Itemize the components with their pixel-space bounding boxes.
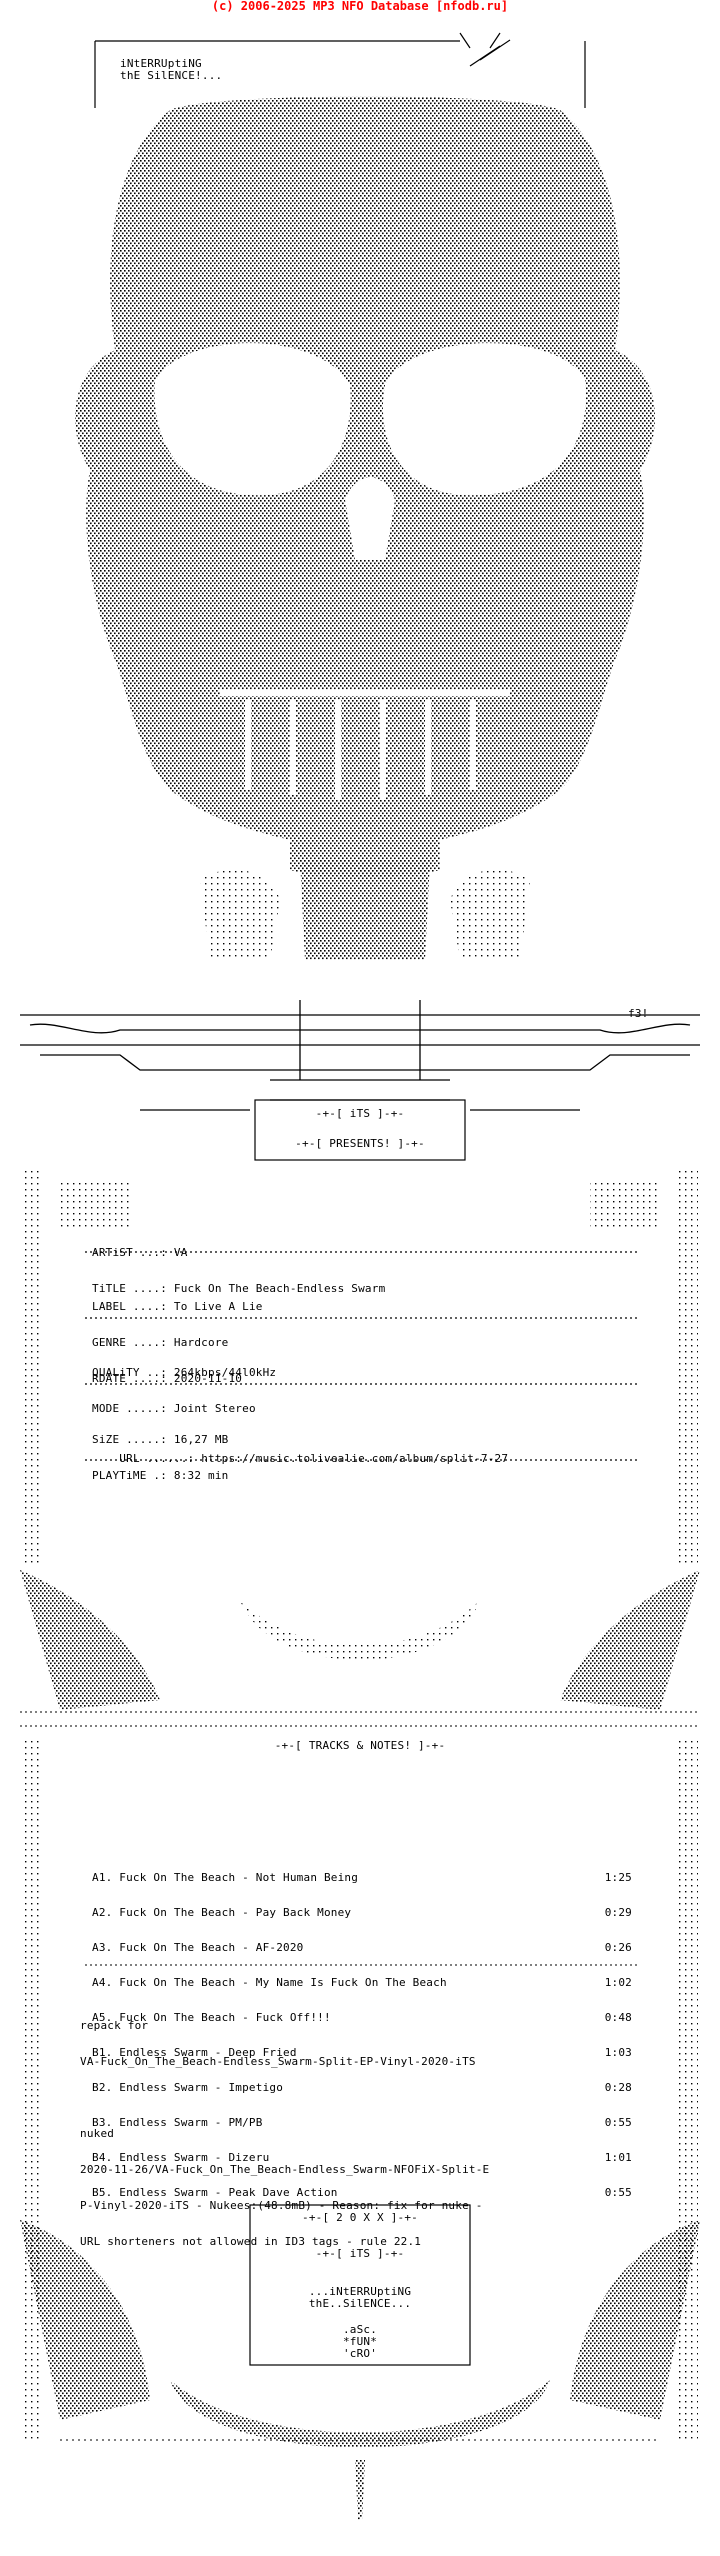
size-label: SiZE .....:: [92, 1433, 168, 1446]
track-time: 1:02: [604, 1976, 632, 1989]
title-row: TiTLE ....: Fuck On The Beach-Endless Sw…: [92, 1283, 385, 1295]
title-label: TiTLE ....:: [92, 1282, 168, 1295]
track-title: B3. Endless Swarm - PM/PB: [92, 2116, 263, 2129]
repack-line2: VA-Fuck_On_The_Beach-Endless_Swarm-Split…: [80, 2055, 476, 2068]
quality-row: QUALiTY ..: 264kbps/44l0kHz: [92, 1367, 276, 1379]
footer-asc: .aSc.: [342, 2323, 378, 2336]
track-row: B2. Endless Swarm - Impetigo 0:28: [92, 2081, 632, 2094]
track-title: A4. Fuck On The Beach - My Name Is Fuck …: [92, 1976, 447, 1989]
track-row: A1. Fuck On The Beach - Not Human Being 1…: [92, 1871, 632, 1884]
size-block: SiZE .....: 16,27 MB PLAYTiME .: 8:32 mi…: [92, 1410, 228, 1506]
track-title: A1. Fuck On The Beach - Not Human Being: [92, 1871, 359, 1884]
title-value: Fuck On The Beach-Endless Swarm: [173, 1282, 386, 1295]
track-row: B5. Endless Swarm - Peak Dave Action 0:55: [92, 2186, 632, 2199]
footer-cro: 'cRO': [342, 2347, 378, 2360]
nuke-line2: P-Vinyl-2020-iTS - Nukees:(48.8mB) - Rea…: [80, 2199, 483, 2212]
track-time: 1:25: [604, 1871, 632, 1884]
track-title: A5. Fuck On The Beach - Fuck Off!!!: [92, 2011, 331, 2024]
track-time: 0:55: [604, 2116, 632, 2129]
track-title: B1. Endless Swarm - Deep Fried: [92, 2046, 297, 2059]
track-time: 1:03: [604, 2046, 632, 2059]
artist-label: ARTiST ...:: [92, 1246, 168, 1259]
middle-ornament: [20, 1570, 700, 1727]
info-block: ARTiST ...: VA TiTLE ....: Fuck On The B…: [92, 1223, 385, 1319]
track-row: A4. Fuck On The Beach - My Name Is Fuck …: [92, 1976, 632, 1989]
size-value: 16,27 MB: [173, 1433, 229, 1446]
playtime-value: 8:32 min: [173, 1469, 229, 1482]
track-time: 0:28: [604, 2081, 632, 2094]
presents-frame: [140, 1099, 580, 1161]
mode-value: Joint Stereo: [173, 1402, 256, 1415]
label-block: LABEL ....: To Live A Lie GENRE ....: Ha…: [92, 1277, 263, 1409]
top-group-line2: thE SilENCE!...: [120, 69, 223, 82]
its-banner: -+-[ iTS ]-+-: [315, 1107, 405, 1120]
genre-label: GENRE ....:: [92, 1336, 168, 1349]
top-group-line1: iNtERRUptiNG: [120, 57, 202, 70]
nuke-line1: 2020-11-26/VA-Fuck_On_The_Beach-Endless_…: [80, 2163, 490, 2176]
url-link[interactable]: https://music.tolivealie.com/album/split…: [201, 1452, 509, 1465]
playtime-label: PLAYTiME .:: [92, 1469, 168, 1482]
track-row: A5. Fuck On The Beach - Fuck Off!!! 0:48: [92, 2011, 632, 2024]
footer-fun: *fUN*: [342, 2335, 378, 2348]
size-row: SiZE .....: 16,27 MB: [92, 1434, 228, 1446]
footer-group2: thE..SilENCE...: [308, 2297, 412, 2310]
footer-ornament: [20, 2204, 700, 2520]
nfodb-copyright-header: (c) 2006-2025 MP3 NFO Database [nfodb.ru…: [211, 0, 509, 13]
track-row: A3. Fuck On The Beach - AF-2020 0:26: [92, 1941, 632, 1954]
ascii-art-frame: [20, 32, 700, 2520]
quality-value: 264kbps/44l0kHz: [173, 1366, 277, 1379]
track-title: B4. Endless Swarm - Dizeru: [92, 2151, 270, 2164]
footer-year: -+-[ 2 0 X X ]-+-: [302, 2211, 418, 2224]
nuked-line: nuked: [80, 2127, 115, 2140]
footer-group1: ...iNtERRUptiNG: [308, 2285, 412, 2298]
label-value: To Live A Lie: [173, 1300, 263, 1313]
track-time: 1:01: [604, 2151, 632, 2164]
tracklist: A1. Fuck On The Beach - Not Human Being 1…: [92, 1848, 632, 2222]
track-time: 0:29: [604, 1906, 632, 1919]
mode-row: MODE .....: Joint Stereo: [92, 1403, 276, 1415]
ornate-divider: [20, 1000, 700, 1101]
artist-value: VA: [173, 1246, 188, 1259]
track-title: B2. Endless Swarm - Impetigo: [92, 2081, 284, 2094]
presents-banner: -+-[ PRESENTS! ]-+-: [295, 1137, 425, 1150]
track-row: B1. Endless Swarm - Deep Fried 1:03: [92, 2046, 632, 2059]
genre-value: Hardcore: [173, 1336, 229, 1349]
track-row: B4. Endless Swarm - Dizeru 1:01: [92, 2151, 632, 2164]
top-frame: [94, 32, 586, 108]
track-time: 0:48: [604, 2011, 632, 2024]
track-title: A3. Fuck On The Beach - AF-2020: [92, 1941, 304, 1954]
label-label: LABEL ....:: [92, 1300, 168, 1313]
f3-tag: f3!: [628, 1007, 649, 1020]
tracks-header: -+-[ TRACKS & NOTES! ]-+-: [274, 1739, 446, 1752]
playtime-row: PLAYTiME .: 8:32 min: [92, 1470, 228, 1482]
quality-label: QUALiTY ..:: [92, 1366, 168, 1379]
url-label: URL ......:: [119, 1452, 195, 1465]
skull-art: [75, 96, 655, 960]
genre-row: GENRE ....: Hardcore: [92, 1337, 263, 1349]
notes-block: repack for VA-Fuck_On_The_Beach-Endless_…: [80, 1996, 489, 2272]
footer-its: -+-[ iTS ]-+-: [315, 2247, 405, 2260]
track-title: A2. Fuck On The Beach - Pay Back Money: [92, 1906, 352, 1919]
rdate-row: RDATE ....: 2020-11-10: [92, 1373, 263, 1385]
mode-label: MODE .....:: [92, 1402, 168, 1415]
rdate-value: 2020-11-10: [173, 1372, 243, 1385]
nuke-line3: URL shorteners not allowed in ID3 tags -…: [80, 2235, 422, 2248]
repack-line1: repack for: [80, 2019, 149, 2032]
track-time: 0:26: [604, 1941, 632, 1954]
track-time: 0:55: [604, 2186, 632, 2199]
url-row: URL ......: https://music.tolivealie.com…: [92, 1441, 508, 1477]
artist-row: ARTiST ...: VA: [92, 1247, 385, 1259]
track-title: B5. Endless Swarm - Peak Dave Action: [92, 2186, 338, 2199]
rdate-label: RDATE ....:: [92, 1372, 168, 1385]
track-row: B3. Endless Swarm - PM/PB 0:55: [92, 2116, 632, 2129]
info-side-pillars: [22, 1170, 698, 1565]
label-row: LABEL ....: To Live A Lie: [92, 1301, 263, 1313]
track-row: A2. Fuck On The Beach - Pay Back Money 0:…: [92, 1906, 632, 1919]
quality-block: QUALiTY ..: 264kbps/44l0kHz MODE .....: …: [92, 1343, 276, 1439]
